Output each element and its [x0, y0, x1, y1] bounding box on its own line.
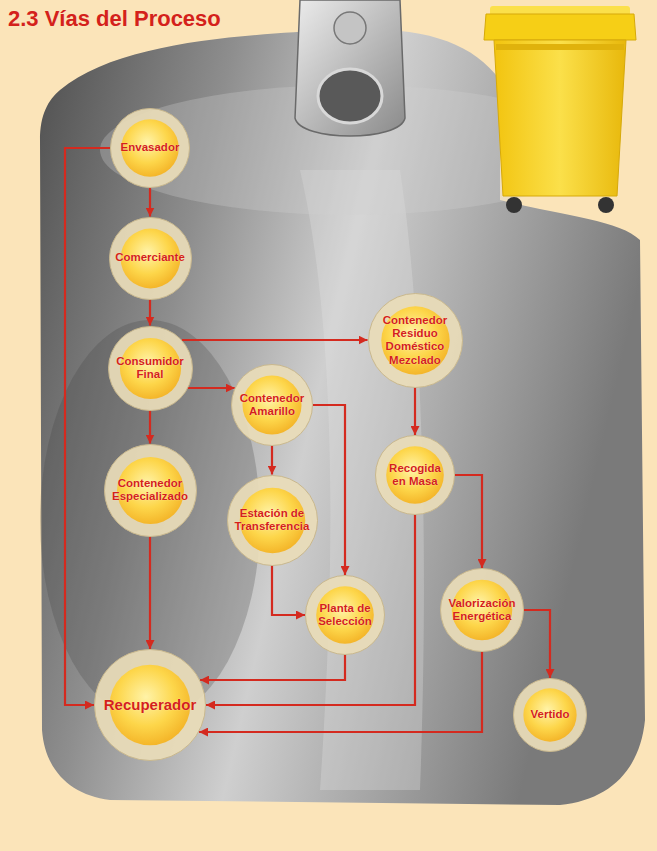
circle-core [381, 306, 449, 374]
label-group: Planta de Selección [312, 602, 378, 628]
circle-ring [104, 444, 196, 536]
process-circle: Valorización Energética [440, 568, 524, 652]
flow-arrow [188, 387, 235, 389]
label-group: Comerciante [115, 251, 185, 264]
circle-ring [232, 365, 313, 446]
bin-body [494, 40, 626, 196]
label-group: Estación de Transferencia [230, 507, 314, 533]
node-label: Planta de Selección [312, 602, 378, 628]
node-label: Envasador [121, 141, 180, 154]
flow-arrow [313, 405, 345, 575]
pull-tab-rivet [334, 12, 366, 44]
flow-arrow [414, 388, 416, 436]
process-circle: Comerciante [109, 217, 192, 300]
circle-ring [227, 475, 317, 565]
circle-ring [368, 293, 462, 387]
label-group: Vertido [531, 708, 570, 721]
flow-arrow [65, 148, 110, 705]
circle-ring [306, 576, 385, 655]
circle-core [117, 457, 184, 524]
node-label: Valorización Energética [442, 597, 522, 623]
circle-ring [109, 217, 191, 299]
node-label: Comerciante [115, 251, 185, 264]
process-circle: Contenedor Residuo Doméstico Mezclado [368, 293, 463, 388]
circle-ring [108, 326, 192, 410]
flow-arrow [149, 300, 151, 326]
label-group: Recuperador [104, 696, 197, 713]
node-label: Contenedor Residuo Doméstico Mezclado [380, 314, 450, 367]
process-circle: Envasador [110, 108, 190, 188]
title: 2.3 Vías del Proceso [8, 6, 221, 32]
circle-ring [111, 109, 190, 188]
label-group: Recogida en Masa [385, 462, 445, 488]
flow-arrow [200, 655, 345, 680]
flow-arrow [149, 537, 151, 650]
label-group: Valorización Energética [442, 597, 522, 623]
node-label: Consumidor Final [113, 355, 188, 381]
pull-tab [295, 0, 405, 136]
process-circle: Consumidor Final [108, 326, 193, 411]
circle-ring [514, 679, 587, 752]
flow-arrow [149, 188, 151, 217]
pull-tab-hole [318, 69, 382, 123]
flow-arrow [272, 566, 305, 616]
process-circle: Vertido [513, 678, 587, 752]
circle-ring [376, 436, 455, 515]
flow-arrow [271, 446, 273, 475]
circle-core [523, 688, 576, 741]
label-group: Envasador [121, 141, 180, 154]
flow-arrow [455, 475, 482, 568]
label-group: Contenedor Residuo Doméstico Mezclado [380, 314, 450, 367]
flow-arrow [149, 411, 151, 444]
process-circle: Contenedor Especializado [104, 444, 197, 537]
node-label: Recogida en Masa [385, 462, 445, 488]
process-circle: Planta de Selección [305, 575, 385, 655]
circle-ring [441, 569, 524, 652]
process-circle: Estación de Transferencia [227, 475, 318, 566]
label-group: Contenedor Especializado [108, 477, 192, 503]
process-circle: Recogida en Masa [375, 435, 455, 515]
node-label: Contenedor Especializado [108, 477, 192, 503]
node-label: Estación de Transferencia [230, 507, 314, 533]
bin-wheel [598, 197, 614, 213]
circle-ring [95, 650, 206, 761]
bin-wheel [506, 197, 522, 213]
bin-rim [496, 44, 624, 50]
label-group: Consumidor Final [113, 355, 188, 381]
node-label: Recuperador [104, 696, 197, 713]
circle-core [121, 119, 179, 177]
bin-lid [484, 14, 636, 40]
process-circle: Recuperador [94, 649, 206, 761]
node-label: Contenedor Amarillo [236, 392, 308, 418]
flow-arrow [182, 339, 368, 341]
flow-arrow [524, 610, 550, 678]
node-label: Vertido [531, 708, 570, 721]
photo-blob [40, 29, 645, 805]
flow-arrow [199, 652, 482, 732]
label-group: Contenedor Amarillo [236, 392, 308, 418]
process-circle: Contenedor Amarillo [231, 364, 313, 446]
